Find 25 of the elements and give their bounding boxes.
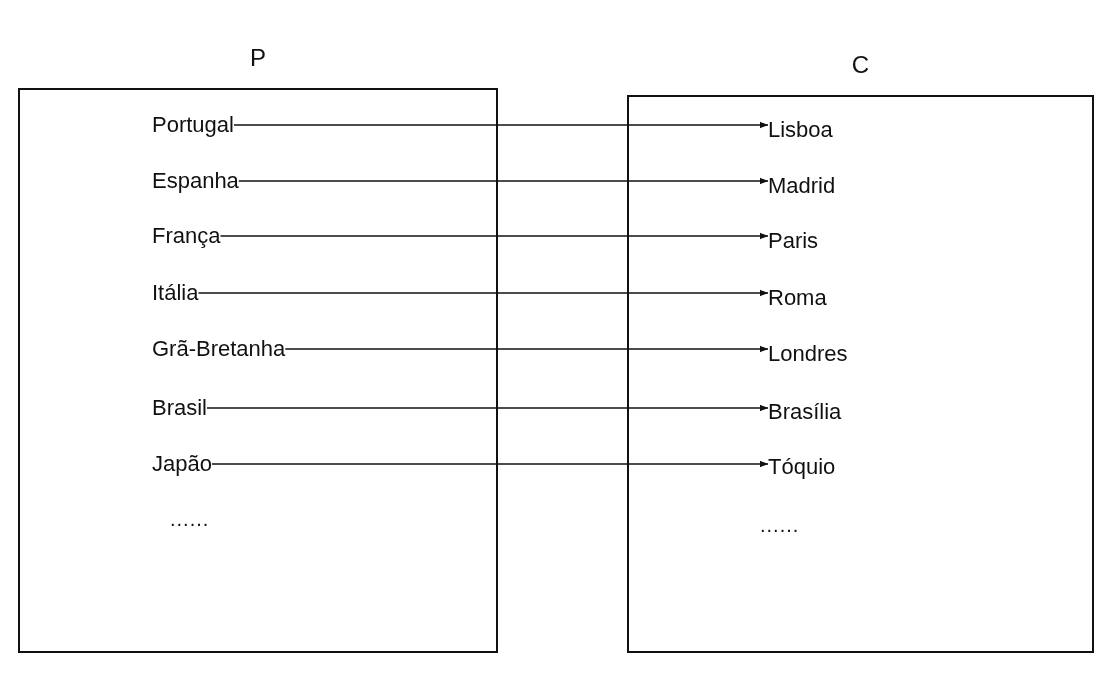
ellipsis-text: ...... <box>170 508 210 531</box>
list-item: Itália <box>152 278 199 308</box>
ellipsis-text: ...... <box>760 514 800 537</box>
list-item: Tóquio <box>768 452 836 482</box>
arrow <box>197 289 769 297</box>
list-item: Portugal <box>152 110 234 140</box>
list-item: Grã-Bretanha <box>152 334 286 364</box>
column-heading: C <box>850 51 871 79</box>
arrow <box>233 121 769 129</box>
list-item: Brasil <box>152 393 207 423</box>
list-item: Lisboa <box>768 115 833 145</box>
arrow <box>211 460 769 468</box>
list-item: Roma <box>768 283 827 313</box>
list-item: Japão <box>152 449 212 479</box>
arrow <box>206 404 769 412</box>
list-item: Madrid <box>768 171 836 201</box>
list-item: Paris <box>768 226 819 256</box>
list-item: Londres <box>768 339 848 369</box>
column-heading: P <box>249 44 267 72</box>
arrow <box>284 345 769 353</box>
arrow <box>238 177 769 185</box>
list-item: França <box>152 221 221 251</box>
list-item: Espanha <box>152 166 239 196</box>
list-item: Brasília <box>768 397 842 427</box>
arrow <box>219 232 769 240</box>
